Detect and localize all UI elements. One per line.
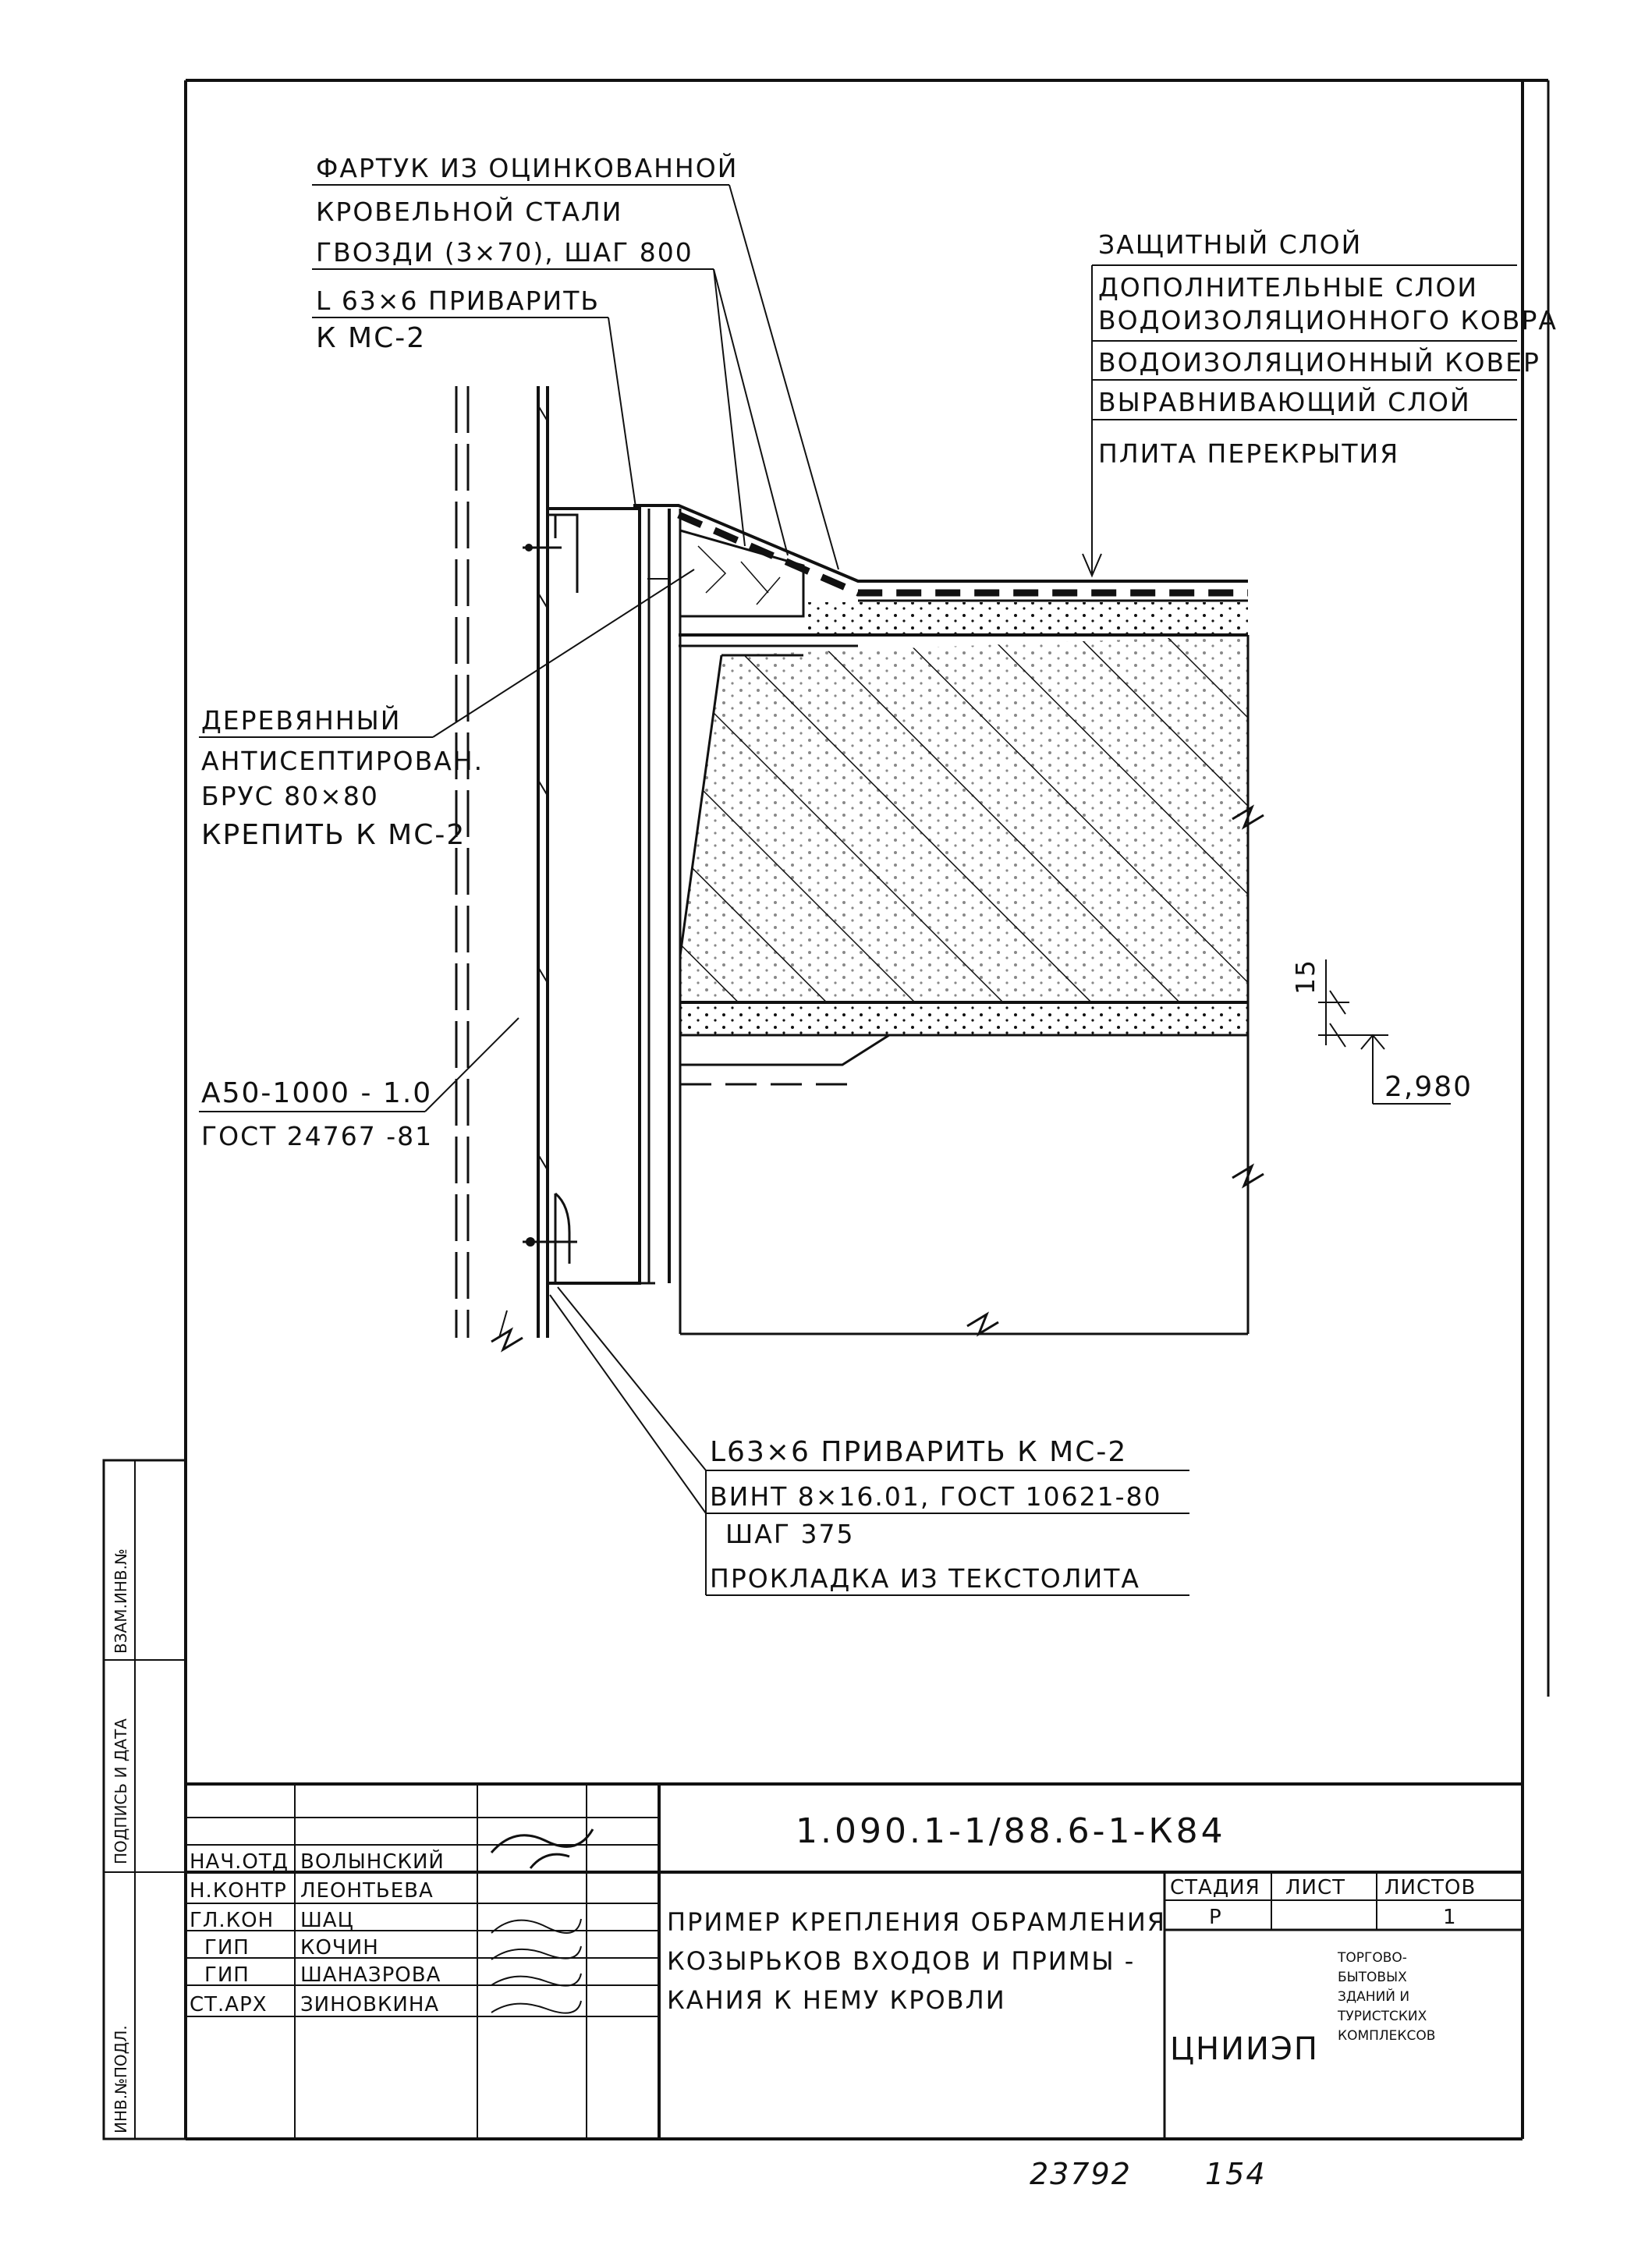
- title-block: 1.090.1-1/88.6-1-К84 ПРИМЕР КРЕПЛЕНИЯ ОБ…: [186, 1782, 1523, 2139]
- name-1: ЛЕОНТЬЕВА: [300, 1879, 434, 1903]
- sheets-value: 1: [1443, 1906, 1457, 1929]
- sheet-title-line2: КОЗЫРЬКОВ ВХОДОВ И ПРИМЫ -: [667, 1946, 1135, 1976]
- dim-15-label: 15: [1290, 959, 1321, 995]
- panel-label-line2: ГОСТ 24767 -81: [201, 1121, 433, 1151]
- angle-top-label-line1: L 63×6 ПРИВАРИТЬ: [316, 286, 600, 316]
- stage-value: Р: [1209, 1906, 1222, 1929]
- role-0: НАЧ.ОТД: [190, 1850, 289, 1874]
- role-4: ГИП: [204, 1963, 250, 1987]
- apron-flashing: [633, 504, 1248, 597]
- wood-label-line3: БРУС 80×80: [201, 781, 379, 811]
- panel-label-line1: А50-1000 - 1.0: [201, 1077, 432, 1109]
- name-4: ШАНАЗРОВА: [300, 1963, 441, 1987]
- org-desc-2: БЫТОВЫХ: [1338, 1970, 1407, 1985]
- roof-layers: [679, 599, 1248, 647]
- document-code: 1.090.1-1/88.6-1-К84: [796, 1811, 1226, 1851]
- side-podpis-label: ПОДПИСЬ И ДАТА: [112, 1718, 130, 1864]
- steel-channel: [523, 507, 682, 1334]
- stage-header: СТАДИЯ: [1170, 1876, 1260, 1899]
- bottom-label-angle: L63×6 ПРИВАРИТЬ К МС-2: [710, 1436, 1127, 1468]
- side-vzam-label: ВЗАМ.ИНВ.№: [112, 1548, 130, 1654]
- signatures: [490, 1828, 594, 2014]
- roof-layer-additional-2: ВОДОИЗОЛЯЦИОННОГО КОВРА: [1098, 305, 1558, 335]
- org-desc-5: КОМПЛЕКСОВ: [1338, 2028, 1435, 2044]
- nails-label: ГВОЗДИ (3×70), ШАГ 800: [316, 237, 693, 268]
- apron-label-line1: ФАРТУК ИЗ ОЦИНКОВАННОЙ: [316, 152, 738, 183]
- org-name: ЦНИИЭП: [1170, 2031, 1319, 2067]
- name-5: ЗИНОВКИНА: [300, 1993, 439, 2016]
- org-desc-1: ТОРГОВО-: [1337, 1950, 1407, 1966]
- annotation-labels: ФАРТУК ИЗ ОЦИНКОВАННОЙ КРОВЕЛЬНОЙ СТАЛИ …: [201, 152, 1558, 1594]
- side-stamp: ВЗАМ.ИНВ.№ ПОДПИСЬ И ДАТА ИНВ.№ПОДЛ.: [102, 1459, 187, 2140]
- org-desc-3: ЗДАНИЙ И: [1338, 1988, 1409, 2005]
- sheets-header: ЛИСТОВ: [1384, 1876, 1476, 1899]
- apron-label-line2: КРОВЕЛЬНОЙ СТАЛИ: [316, 196, 623, 227]
- roof-layer-slab: ПЛИТА ПЕРЕКРЫТИЯ: [1098, 438, 1399, 469]
- elevation-label: 2,980: [1384, 1071, 1473, 1103]
- sheet-title-line1: ПРИМЕР КРЕПЛЕНИЯ ОБРАМЛЕНИЯ: [667, 1907, 1166, 1937]
- roof-layer-leveling: ВЫРАВНИВАЮЩИЙ СЛОЙ: [1098, 386, 1471, 417]
- name-0: ВОЛЫНСКИЙ: [300, 1849, 445, 1874]
- role-1: Н.КОНТР: [190, 1879, 287, 1903]
- name-3: КОЧИН: [300, 1936, 379, 1959]
- elevation-mark: 15 2,980: [1290, 959, 1473, 1105]
- name-2: ШАЦ: [300, 1909, 354, 1932]
- sheet-title-line3: КАНИЯ К НЕМУ КРОВЛИ: [667, 1985, 1006, 2015]
- wall-panel: [455, 386, 549, 1339]
- footer-number-right: 154: [1205, 2157, 1267, 2191]
- sheet-header: ЛИСТ: [1285, 1876, 1345, 1899]
- roof-layer-additional-1: ДОПОЛНИТЕЛЬНЫЕ СЛОИ: [1098, 272, 1478, 303]
- leader-lines: [199, 184, 1517, 1596]
- wood-label-line1: ДЕРЕВЯННЫЙ: [201, 704, 401, 736]
- role-2: ГЛ.КОН: [190, 1909, 274, 1932]
- bottom-label-step: ШАГ 375: [725, 1519, 854, 1549]
- angle-top-label-line2: К МС-2: [316, 322, 426, 354]
- role-5: СТ.АРХ: [190, 1993, 268, 2016]
- roof-layer-protective: ЗАЩИТНЫЙ СЛОЙ: [1098, 229, 1362, 260]
- floor-slab: [491, 635, 1264, 1353]
- role-3: ГИП: [204, 1936, 250, 1959]
- wood-label-line4: КРЕПИТЬ К МС-2: [201, 819, 466, 851]
- roof-layer-waterproof: ВОДОИЗОЛЯЦИОННЫЙ КОВЕР: [1098, 346, 1540, 378]
- footer-number-left: 23792: [1030, 2157, 1132, 2191]
- section-detail: 15 2,980: [199, 152, 1558, 1596]
- org-desc-4: ТУРИСТСКИХ: [1337, 2009, 1427, 2024]
- side-inv-label: ИНВ.№ПОДЛ.: [112, 2025, 130, 2133]
- bottom-label-gasket: ПРОКЛАДКА ИЗ ТЕКСТОЛИТА: [710, 1563, 1140, 1594]
- wood-label-line2: АНТИСЕПТИРОВАН.: [201, 746, 484, 776]
- bottom-label-screw: ВИНТ 8×16.01, ГОСТ 10621-80: [710, 1481, 1162, 1512]
